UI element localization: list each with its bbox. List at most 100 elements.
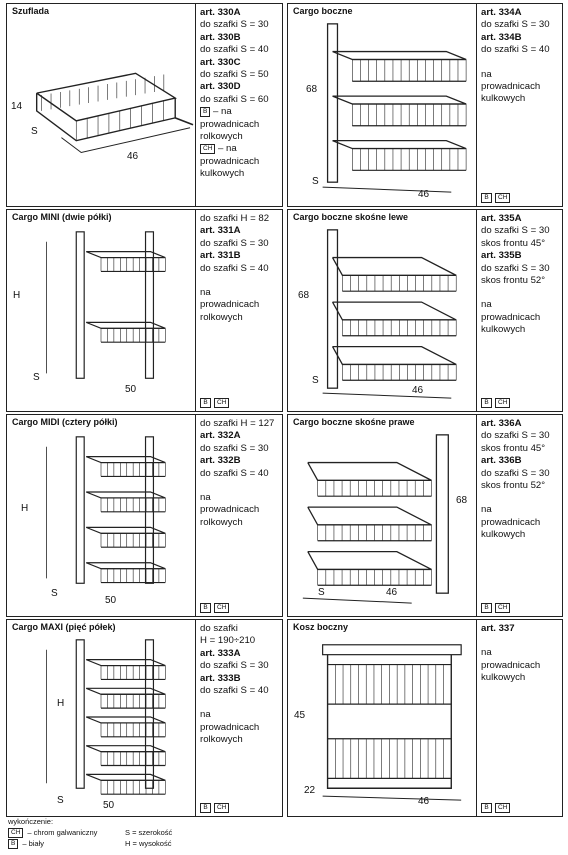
spec-text: do szafki S = 30 (200, 660, 269, 672)
spec-text: rolkowych (200, 131, 243, 143)
product-title: Cargo boczne (293, 6, 353, 16)
spec-line: kulkowych (481, 93, 558, 105)
spec-text: prowadnicach (481, 311, 541, 323)
article-number: art. 333B (200, 673, 278, 685)
spec-text: na (481, 299, 492, 311)
spec-line: rolkowych (200, 734, 278, 746)
finish-badge: CH (200, 143, 216, 154)
spec-text: art. 334B (481, 31, 522, 43)
dimension-label: 50 (103, 800, 115, 811)
spec-text: kulkowych (481, 672, 526, 684)
spacer (200, 697, 278, 709)
article-number: art. 334B (481, 32, 558, 44)
spec-text: do szafki S = 50 (200, 69, 269, 81)
spec-line: do szafki S = 30 (200, 19, 278, 31)
spec-line: prowadnicach (200, 722, 278, 734)
spec-text: art. 332A (200, 430, 241, 442)
dimension-label: 50 (105, 595, 117, 606)
spec-line: rolkowych (200, 517, 278, 529)
spec-line: prowadnicach (481, 660, 558, 672)
dimension-label: 14 (11, 101, 23, 112)
spec-text: skos frontu 45° (481, 442, 546, 454)
article-number: art. 332B (200, 455, 278, 467)
spec-text: skos frontu 52° (481, 480, 546, 492)
spec-text: prowadnicach (481, 81, 541, 93)
finish-legend: wykończenie: CH – chrom galwaniczny B – … (8, 816, 97, 849)
product-title: Szuflada (12, 6, 50, 16)
spec-text: do szafki S = 40 (200, 44, 269, 56)
finish-badge: B (200, 106, 211, 117)
product-drawing (322, 229, 457, 399)
dimension-label: S (31, 126, 38, 137)
product-title: Cargo MINI (dwie półki) (12, 212, 112, 222)
article-number: art. 330D (200, 81, 278, 93)
spec-text: do szafki (200, 623, 238, 634)
spec-line: na (481, 647, 558, 659)
product-drawing (46, 231, 166, 379)
spec-text: kulkowych (200, 168, 245, 180)
finish-badge-ch: CH (214, 603, 230, 613)
spec-text: do szafki S = 30 (200, 19, 269, 31)
spec-line: do szafki S = 30 (481, 263, 558, 275)
spec-text: art. 330D (200, 81, 241, 93)
spec-line: do szafki S = 30 (200, 660, 278, 672)
finish-badge-ch: CH (214, 398, 230, 408)
spec-text: kulkowych (481, 529, 526, 541)
spec-line: do szafki S = 40 (481, 44, 558, 56)
dimension-label: S (33, 372, 40, 383)
spec-line: do szafki S = 30 (200, 238, 278, 250)
dimension-label: 22 (304, 785, 316, 796)
finish-badge-ch: CH (495, 603, 511, 613)
spec-text: do szafki S = 40 (200, 685, 269, 697)
dimension-label: S (312, 176, 319, 187)
spec-line: na (200, 709, 278, 721)
product-title: Cargo boczne skośne lewe (293, 212, 409, 222)
article-number: art. 330C (200, 57, 278, 69)
spec-text: art. 331A (200, 225, 241, 237)
finish-badge-ch: CH (495, 398, 511, 408)
legend-h-text: H = wysokość (125, 839, 172, 848)
spec-text: do szafki H = 127 (200, 418, 275, 429)
spec-line: H = 190÷210 (200, 635, 278, 647)
dimension-label: S (57, 795, 64, 806)
finish-badge-b: B (200, 603, 211, 613)
spec-line: kulkowych (481, 672, 558, 684)
article-number: art. 331B (200, 250, 278, 262)
spec-line: do szafki S = 30 (481, 430, 558, 442)
spec-text: art. 335B (481, 250, 522, 262)
spec-text: na (200, 287, 211, 299)
spec-line: do szafki H = 127 (200, 418, 278, 430)
dimension-label: S (51, 588, 58, 599)
article-number: art. 332A (200, 430, 278, 442)
spacer (481, 492, 558, 504)
spec-line: do szafki S = 30 (200, 443, 278, 455)
spec-line: do szafki S = 40 (200, 685, 278, 697)
finish-badge-b: B (481, 603, 492, 613)
legend-heading: wykończenie: (8, 817, 54, 826)
spacer (481, 57, 558, 69)
spec-line: prowadnicach (481, 312, 558, 324)
spacer (481, 287, 558, 299)
spec-line: skos frontu 45° (481, 443, 558, 455)
product-title: Cargo boczne skośne prawe (293, 417, 415, 427)
finish-badge-ch: CH (214, 803, 230, 813)
spec-line: prowadnicach (481, 81, 558, 93)
spec-text: – na (215, 143, 237, 155)
spec-text: rolkowych (200, 734, 243, 746)
spec-line: do szafki S = 40 (200, 263, 278, 275)
legend-ch-text: – chrom galwaniczny (27, 828, 98, 837)
spec-text: art. 335A (481, 213, 522, 224)
spec-text: prowadnicach (200, 721, 260, 733)
dimension-label: 46 (386, 587, 398, 598)
spec-line: do szafki S = 40 (200, 468, 278, 480)
